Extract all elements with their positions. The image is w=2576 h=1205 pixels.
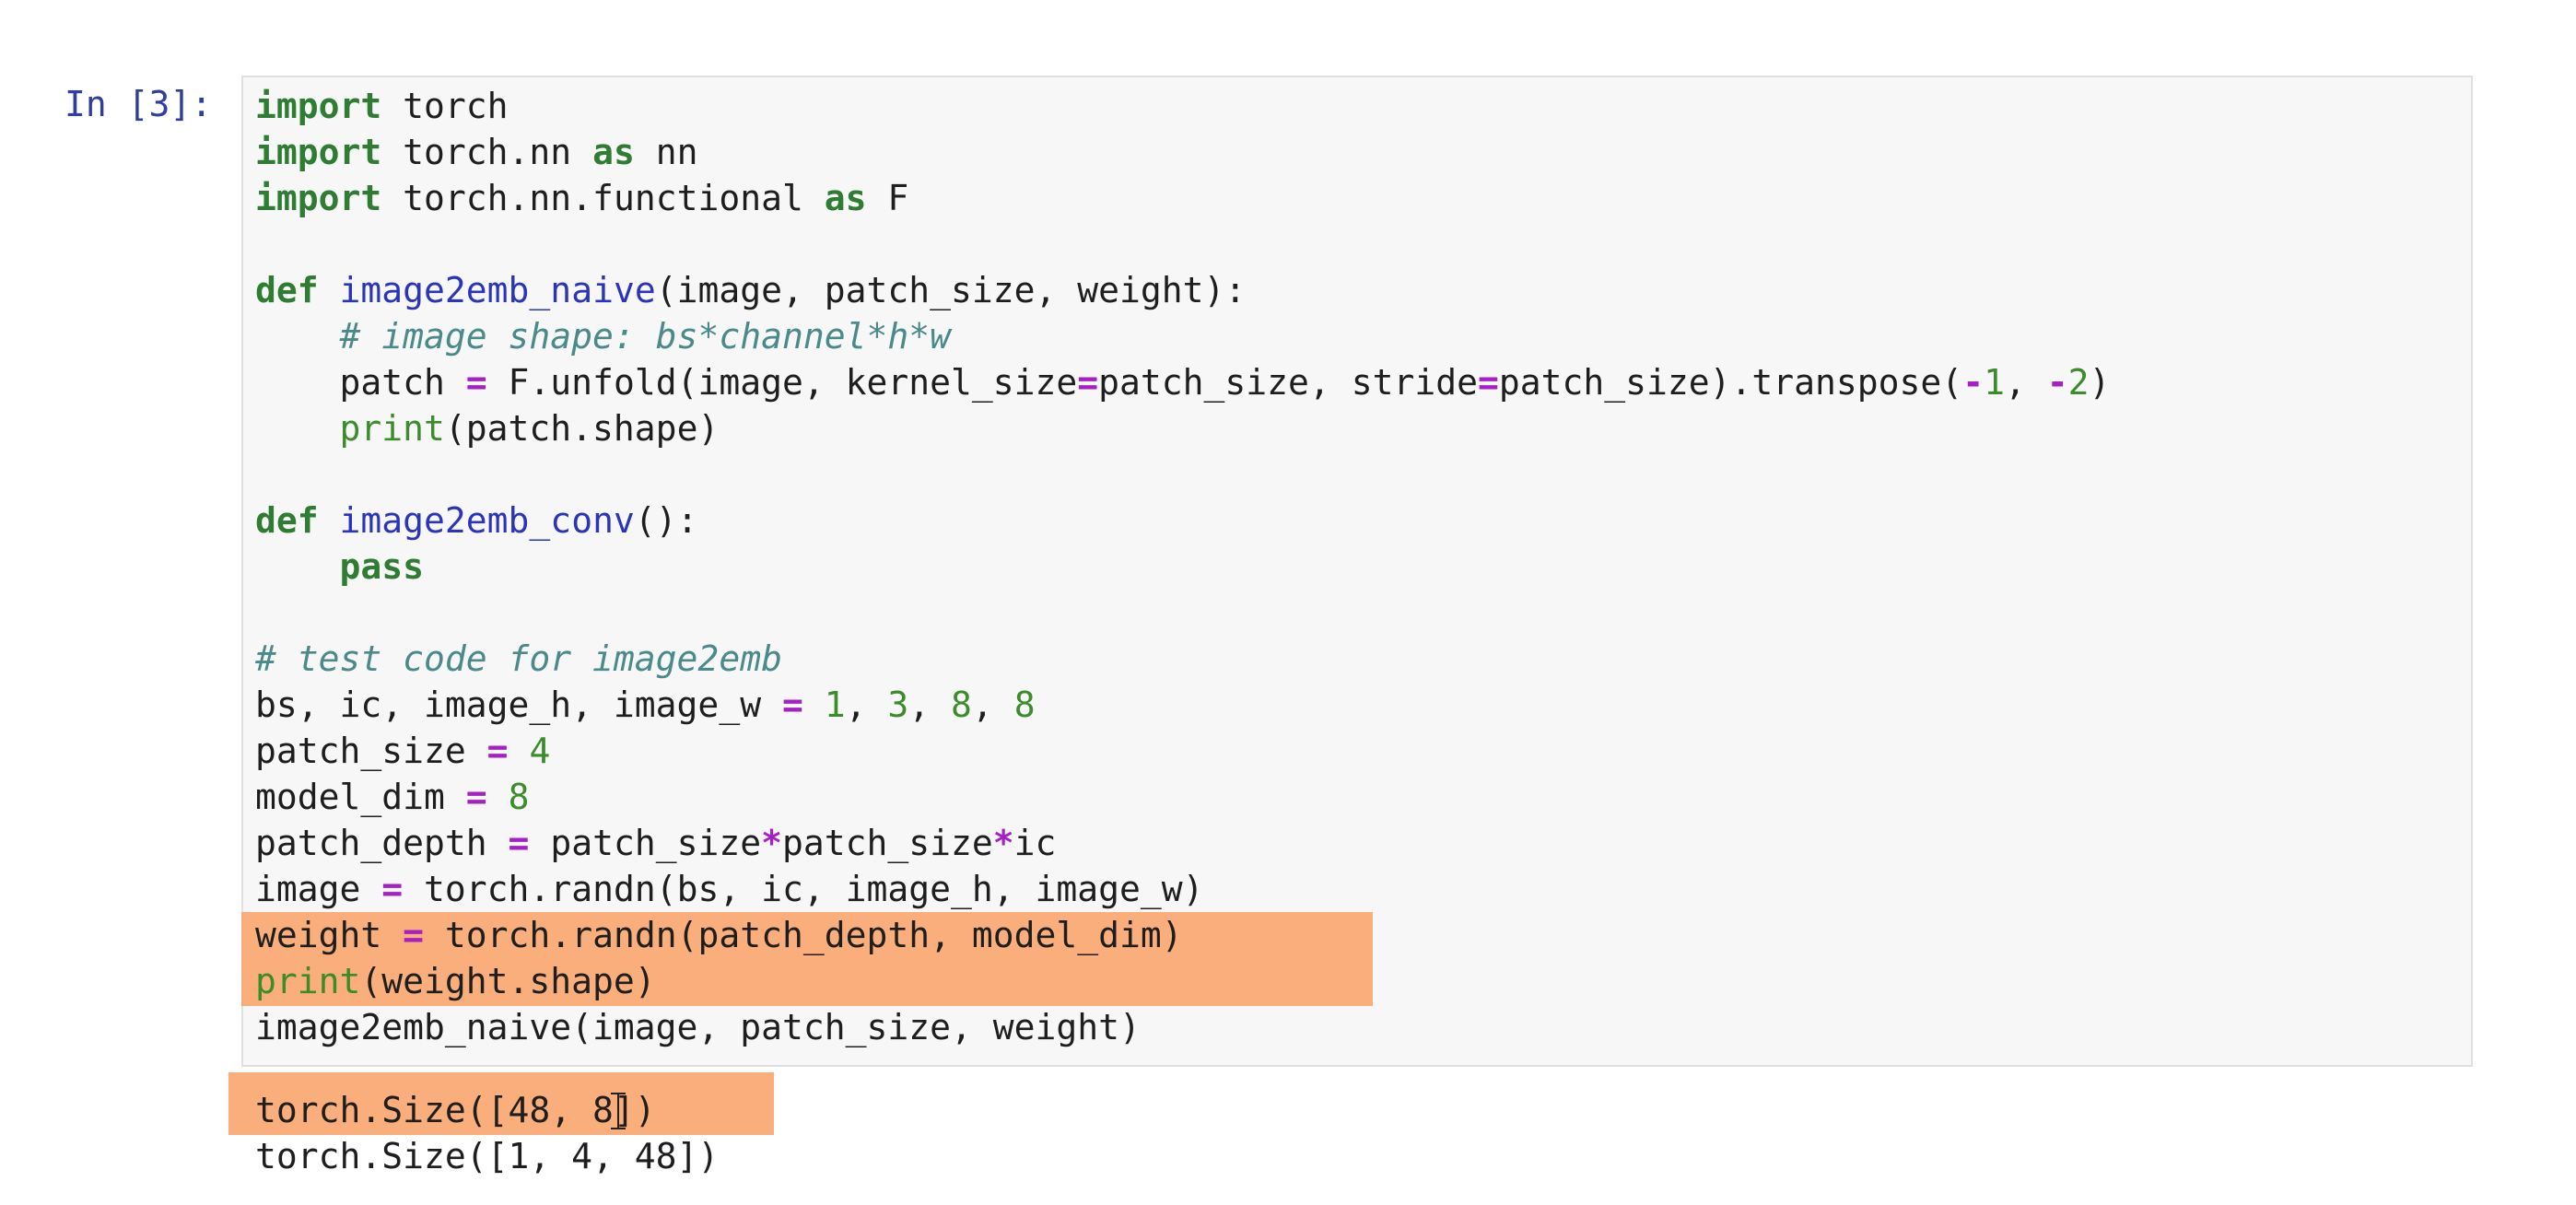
- code-token: import: [255, 178, 382, 218]
- code-token: torch: [381, 86, 509, 126]
- code-token: nn: [634, 132, 698, 172]
- code-token: import: [255, 132, 382, 172]
- code-token: torch.randn(patch_depth, model_dim): [424, 915, 1183, 955]
- highlight-output: [228, 1072, 774, 1135]
- cell-prompt: In [3]:: [64, 84, 213, 124]
- code-token: -: [2046, 362, 2068, 403]
- code-token: [487, 777, 509, 817]
- code-line[interactable]: bs, ic, image_h, image_w = 1, 3, 8, 8: [255, 682, 1036, 728]
- code-line[interactable]: print(patch.shape): [255, 405, 720, 451]
- code-token: 8: [951, 684, 972, 725]
- code-token: patch_depth: [255, 823, 509, 863]
- code-token: 1: [824, 684, 846, 725]
- code-token: torch.randn(bs, ic, image_h, image_w): [403, 869, 1204, 909]
- code-line[interactable]: def image2emb_naive(image, patch_size, w…: [255, 267, 1246, 313]
- code-token: [319, 500, 340, 541]
- code-token: =: [465, 777, 487, 817]
- code-line[interactable]: # image shape: bs*channel*h*w: [255, 313, 951, 359]
- code-line[interactable]: print(weight.shape): [255, 958, 656, 1004]
- code-token: [803, 684, 825, 725]
- code-token: =: [465, 362, 487, 403]
- code-token: image2emb_naive(image, patch_size, weigh…: [255, 1007, 1141, 1047]
- code-line[interactable]: import torch: [255, 83, 509, 129]
- code-line[interactable]: patch = F.unfold(image, kernel_size=patc…: [255, 359, 2111, 405]
- code-line[interactable]: patch_size = 4: [255, 728, 550, 774]
- code-token: torch.nn: [381, 132, 593, 172]
- code-token: patch_size: [529, 823, 762, 863]
- code-token: patch_size: [782, 823, 993, 863]
- code-token: F: [866, 178, 909, 218]
- text-cursor-icon: [611, 1091, 626, 1131]
- code-token: (patch.shape): [444, 408, 720, 449]
- code-token: -: [1962, 362, 1985, 403]
- code-line[interactable]: model_dim = 8: [255, 774, 529, 820]
- code-token: # image shape: bs*channel*h*w: [339, 316, 951, 357]
- code-token: patch_size, stride: [1098, 362, 1478, 403]
- code-line[interactable]: import torch.nn.functional as F: [255, 175, 908, 221]
- code-token: F.unfold(image, kernel_size: [486, 362, 1078, 403]
- code-token: =: [486, 731, 509, 771]
- code-token: patch_size).transpose(: [1498, 362, 1963, 403]
- code-line[interactable]: pass: [255, 544, 425, 590]
- code-line[interactable]: image = torch.randn(bs, ic, image_h, ima…: [255, 866, 1204, 912]
- code-token: torch.nn.functional: [381, 178, 825, 218]
- code-token: def: [255, 500, 319, 541]
- code-token: =: [403, 915, 425, 955]
- code-token: =: [381, 869, 404, 909]
- code-token: [255, 316, 340, 357]
- code-token: image2emb_naive: [339, 270, 656, 310]
- code-token: 4: [529, 731, 551, 771]
- code-token: print: [339, 408, 445, 449]
- code-token: 2: [2067, 362, 2090, 403]
- code-token: *: [992, 823, 1014, 863]
- code-token: patch_size: [255, 731, 487, 771]
- output-line: torch.Size([48, 8]): [255, 1090, 656, 1130]
- output-line: torch.Size([1, 4, 48]): [255, 1136, 720, 1176]
- code-token: as: [824, 178, 867, 218]
- code-token: print: [255, 961, 361, 1001]
- code-line[interactable]: def image2emb_conv():: [255, 497, 697, 544]
- code-token: *: [761, 823, 782, 863]
- code-token: 3: [887, 684, 909, 725]
- code-token: ): [2089, 362, 2111, 403]
- code-token: # test code for image2emb: [255, 638, 782, 679]
- code-line[interactable]: image2emb_naive(image, patch_size, weigh…: [255, 1004, 1141, 1050]
- code-token: image: [255, 869, 382, 909]
- code-token: =: [1077, 362, 1099, 403]
- code-line[interactable]: weight = torch.randn(patch_depth, model_…: [255, 912, 1183, 958]
- code-token: import: [255, 86, 382, 126]
- code-token: ():: [634, 500, 698, 541]
- code-token: model_dim: [255, 777, 466, 817]
- code-token: 8: [1013, 684, 1036, 725]
- code-token: 1: [1984, 362, 2005, 403]
- code-token: def: [255, 270, 319, 310]
- code-token: [255, 546, 340, 587]
- code-line[interactable]: import torch.nn as nn: [255, 129, 697, 175]
- code-token: ic: [1013, 823, 1057, 863]
- code-token: ,: [971, 684, 1014, 725]
- code-token: =: [508, 823, 530, 863]
- code-token: 8: [508, 777, 530, 817]
- code-token: patch: [255, 362, 466, 403]
- code-line[interactable]: # test code for image2emb: [255, 636, 782, 682]
- code-token: (image, patch_size, weight):: [655, 270, 1247, 310]
- code-token: ,: [845, 684, 888, 725]
- code-token: ,: [2004, 362, 2047, 403]
- code-token: [319, 270, 340, 310]
- code-cell-input[interactable]: [241, 76, 2473, 1067]
- code-token: as: [592, 132, 635, 172]
- code-token: ,: [908, 684, 952, 725]
- code-token: [255, 408, 340, 449]
- code-line[interactable]: patch_depth = patch_size*patch_size*ic: [255, 820, 1056, 866]
- code-token: bs, ic, image_h, image_w: [255, 684, 782, 725]
- code-token: pass: [339, 546, 425, 587]
- code-token: weight: [255, 915, 404, 955]
- code-token: =: [1477, 362, 1499, 403]
- highlight-code: [241, 912, 1373, 1006]
- code-token: [509, 731, 530, 771]
- code-token: =: [781, 684, 803, 725]
- code-token: (weight.shape): [360, 961, 656, 1001]
- code-token: image2emb_conv: [339, 500, 635, 541]
